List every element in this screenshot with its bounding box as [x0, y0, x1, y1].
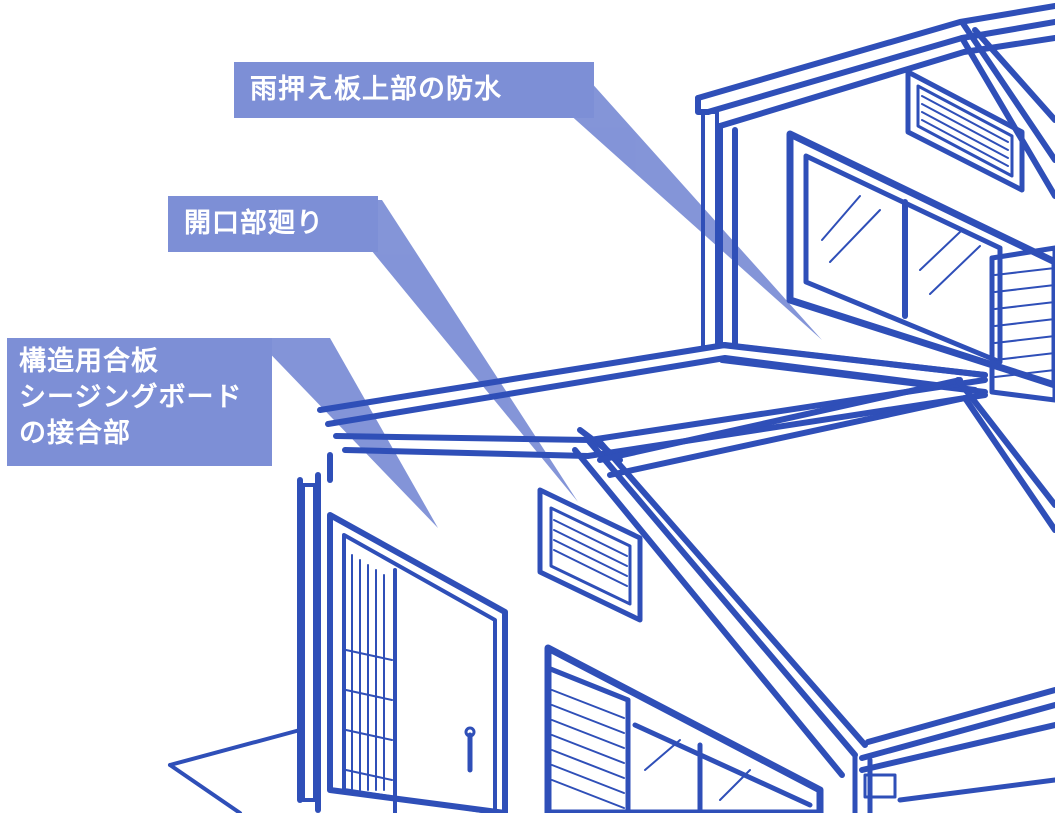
callout-sheathing-line-3: の接合部 — [19, 418, 131, 449]
pointer-openings — [330, 200, 578, 502]
callout-sheathing-joints: 構造用合板 シージングボード の接合部 — [6, 338, 273, 466]
lower-left-wall — [297, 452, 333, 813]
callout-sheathing-line-1: 構造用合板 — [19, 346, 159, 377]
gable-vent — [537, 487, 643, 623]
callout-rain-board-text: 雨押え板上部の防水 — [250, 74, 502, 105]
callout-openings-text: 開口部廻り — [184, 208, 324, 239]
callout-openings: 開口部廻り — [168, 196, 378, 252]
entrance-door — [327, 512, 508, 813]
callout-sheathing-line-2: シージングボード — [19, 382, 243, 413]
downpipe-lower — [301, 483, 317, 802]
lower-window — [544, 644, 824, 813]
callout-rain-board: 雨押え板上部の防水 — [234, 62, 594, 118]
lower-right-details — [852, 752, 1055, 813]
pointer-rain-board — [520, 70, 822, 340]
lower-roof — [317, 342, 1055, 778]
pointer-sheathing — [255, 338, 438, 528]
upper-vent — [905, 69, 1025, 193]
porch-base — [168, 728, 302, 813]
callout-pointers — [255, 70, 822, 528]
upper-window — [786, 130, 1055, 403]
